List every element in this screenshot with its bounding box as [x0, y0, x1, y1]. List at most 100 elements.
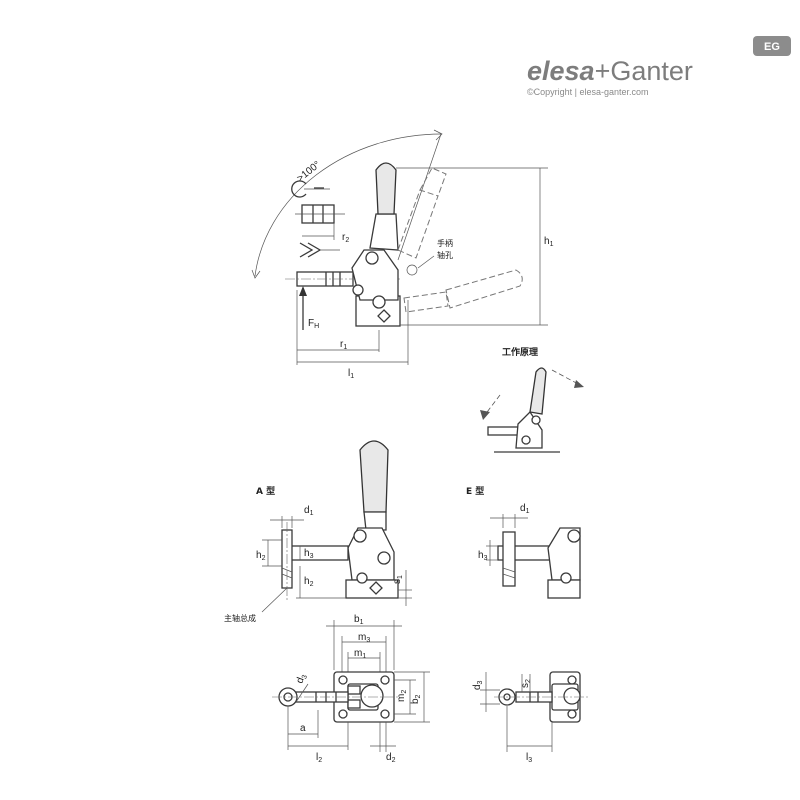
arc-arrow-icon-end — [433, 129, 443, 141]
spindle-variant-fork — [299, 242, 340, 258]
svg-text:s2: s2 — [520, 679, 532, 688]
type-e-view: E 型 d1 h3 — [466, 485, 581, 599]
svg-text:s1: s1 — [392, 575, 404, 584]
handle-ghost-mid — [397, 189, 439, 259]
eg-badge-text: EG — [764, 41, 780, 53]
mount-hole — [380, 675, 390, 685]
svg-text:d1: d1 — [304, 505, 314, 517]
force-arrow-icon — [299, 286, 307, 296]
type-a-label: A 型 — [256, 485, 275, 497]
clamp-base — [355, 295, 401, 327]
m1-label: m — [354, 648, 362, 659]
h3-label: h — [304, 548, 310, 559]
type-e-label: E 型 — [466, 485, 484, 497]
brand-plus: + — [595, 56, 611, 86]
a-label: a — [300, 723, 306, 734]
open-angle-line — [397, 133, 442, 261]
d1-label: d — [304, 505, 310, 516]
handle-neck — [369, 213, 399, 251]
svg-text:h3: h3 — [478, 550, 488, 562]
b1-label: b — [354, 614, 360, 625]
main-side-view: >100° r2 — [251, 129, 554, 380]
type-a-handle-grip — [359, 440, 389, 513]
motion-arrow-left — [483, 394, 501, 417]
svg-text:d3: d3 — [294, 672, 309, 685]
handle-ghost-low-neck — [403, 291, 449, 313]
m3-label: m — [358, 632, 366, 643]
svg-text:r2: r2 — [342, 232, 349, 244]
svg-text:FH: FH — [308, 318, 319, 330]
svg-text:d1: d1 — [520, 503, 530, 515]
d3e-label: d — [472, 684, 483, 690]
working-principle-label: 工作原理 — [502, 346, 538, 358]
svg-text:m3: m3 — [358, 632, 370, 644]
svg-text:l2: l2 — [316, 752, 322, 764]
l1-label: l — [348, 368, 350, 379]
handle-pivot-hole — [406, 264, 418, 276]
d3-label: d — [294, 676, 306, 685]
brand-name-right: Ganter — [610, 56, 693, 86]
m2-label: m — [396, 694, 407, 702]
pivot-upper — [365, 251, 379, 265]
fh-label: F — [308, 318, 314, 329]
top-view-type-e: d3 s2 l3 — [472, 671, 590, 764]
mount-hole — [338, 709, 348, 719]
swing-arc — [254, 133, 442, 277]
brand-logo: EG elesa+Ganter ©Copyright | elesa-gante… — [527, 36, 791, 97]
type-a-mark-icon — [369, 581, 383, 595]
svg-text:b2: b2 — [410, 694, 422, 704]
type-e-spindle — [502, 531, 516, 587]
handle-pivot-label-2: 轴孔 — [437, 250, 453, 260]
brand-name-left: elesa — [527, 56, 595, 86]
svg-text:h3: h3 — [304, 548, 314, 560]
arc-arrow-icon — [251, 269, 261, 279]
handle-ghost-low — [445, 269, 523, 309]
svg-text:h1: h1 — [544, 236, 554, 248]
r2-label: r — [342, 232, 346, 243]
pivot-arm — [352, 284, 364, 296]
base-mark-icon — [377, 309, 391, 323]
h3e-label: h — [478, 550, 484, 561]
spindle-leader — [261, 587, 288, 613]
handle-top — [360, 684, 384, 708]
h1-label: h — [544, 236, 550, 247]
brand-copyright: ©Copyright | elesa-ganter.com — [527, 87, 649, 97]
type-a-view: A 型 d1 h2 h3 h2 s1 主轴总成 — [224, 440, 412, 623]
motion-arrow-top — [551, 369, 581, 386]
s2-label: s — [520, 683, 531, 688]
d2-label: d — [386, 752, 392, 763]
svg-text:h2: h2 — [256, 550, 266, 562]
pivot-lower — [372, 295, 386, 309]
type-a-arm — [285, 545, 349, 561]
handle-pivot-label-1: 手柄 — [437, 238, 453, 248]
svg-text:l3: l3 — [526, 752, 532, 764]
h2-label: h — [256, 550, 262, 561]
clamp-body — [351, 249, 399, 301]
svg-text:d2: d2 — [386, 752, 396, 764]
h2b-label: h — [304, 576, 310, 587]
spindle-variant-clip — [291, 180, 330, 198]
svg-text:h2: h2 — [304, 576, 314, 588]
working-principle-view: 工作原理 — [480, 346, 584, 453]
svg-text:m1: m1 — [354, 648, 366, 660]
s1-label: s — [392, 579, 403, 584]
spindle-variant-nut — [295, 204, 345, 240]
svg-text:l1: l1 — [348, 368, 354, 380]
l3-label: l — [526, 752, 528, 763]
mount-hole — [338, 675, 348, 685]
svg-text:d3: d3 — [472, 680, 484, 690]
d1e-label: d — [520, 503, 526, 514]
svg-text:r1: r1 — [340, 339, 347, 351]
svg-text:b1: b1 — [354, 614, 364, 626]
eg-badge-icon — [753, 36, 791, 56]
l2-label: l — [316, 752, 318, 763]
b2-label: b — [410, 698, 421, 704]
type-a-base — [345, 579, 399, 599]
d3-leader — [295, 683, 309, 703]
r1-label: r — [340, 339, 344, 350]
handle-grip — [375, 162, 397, 215]
svg-text:elesa+Ganter: elesa+Ganter — [527, 56, 693, 86]
mount-hole — [380, 709, 390, 719]
